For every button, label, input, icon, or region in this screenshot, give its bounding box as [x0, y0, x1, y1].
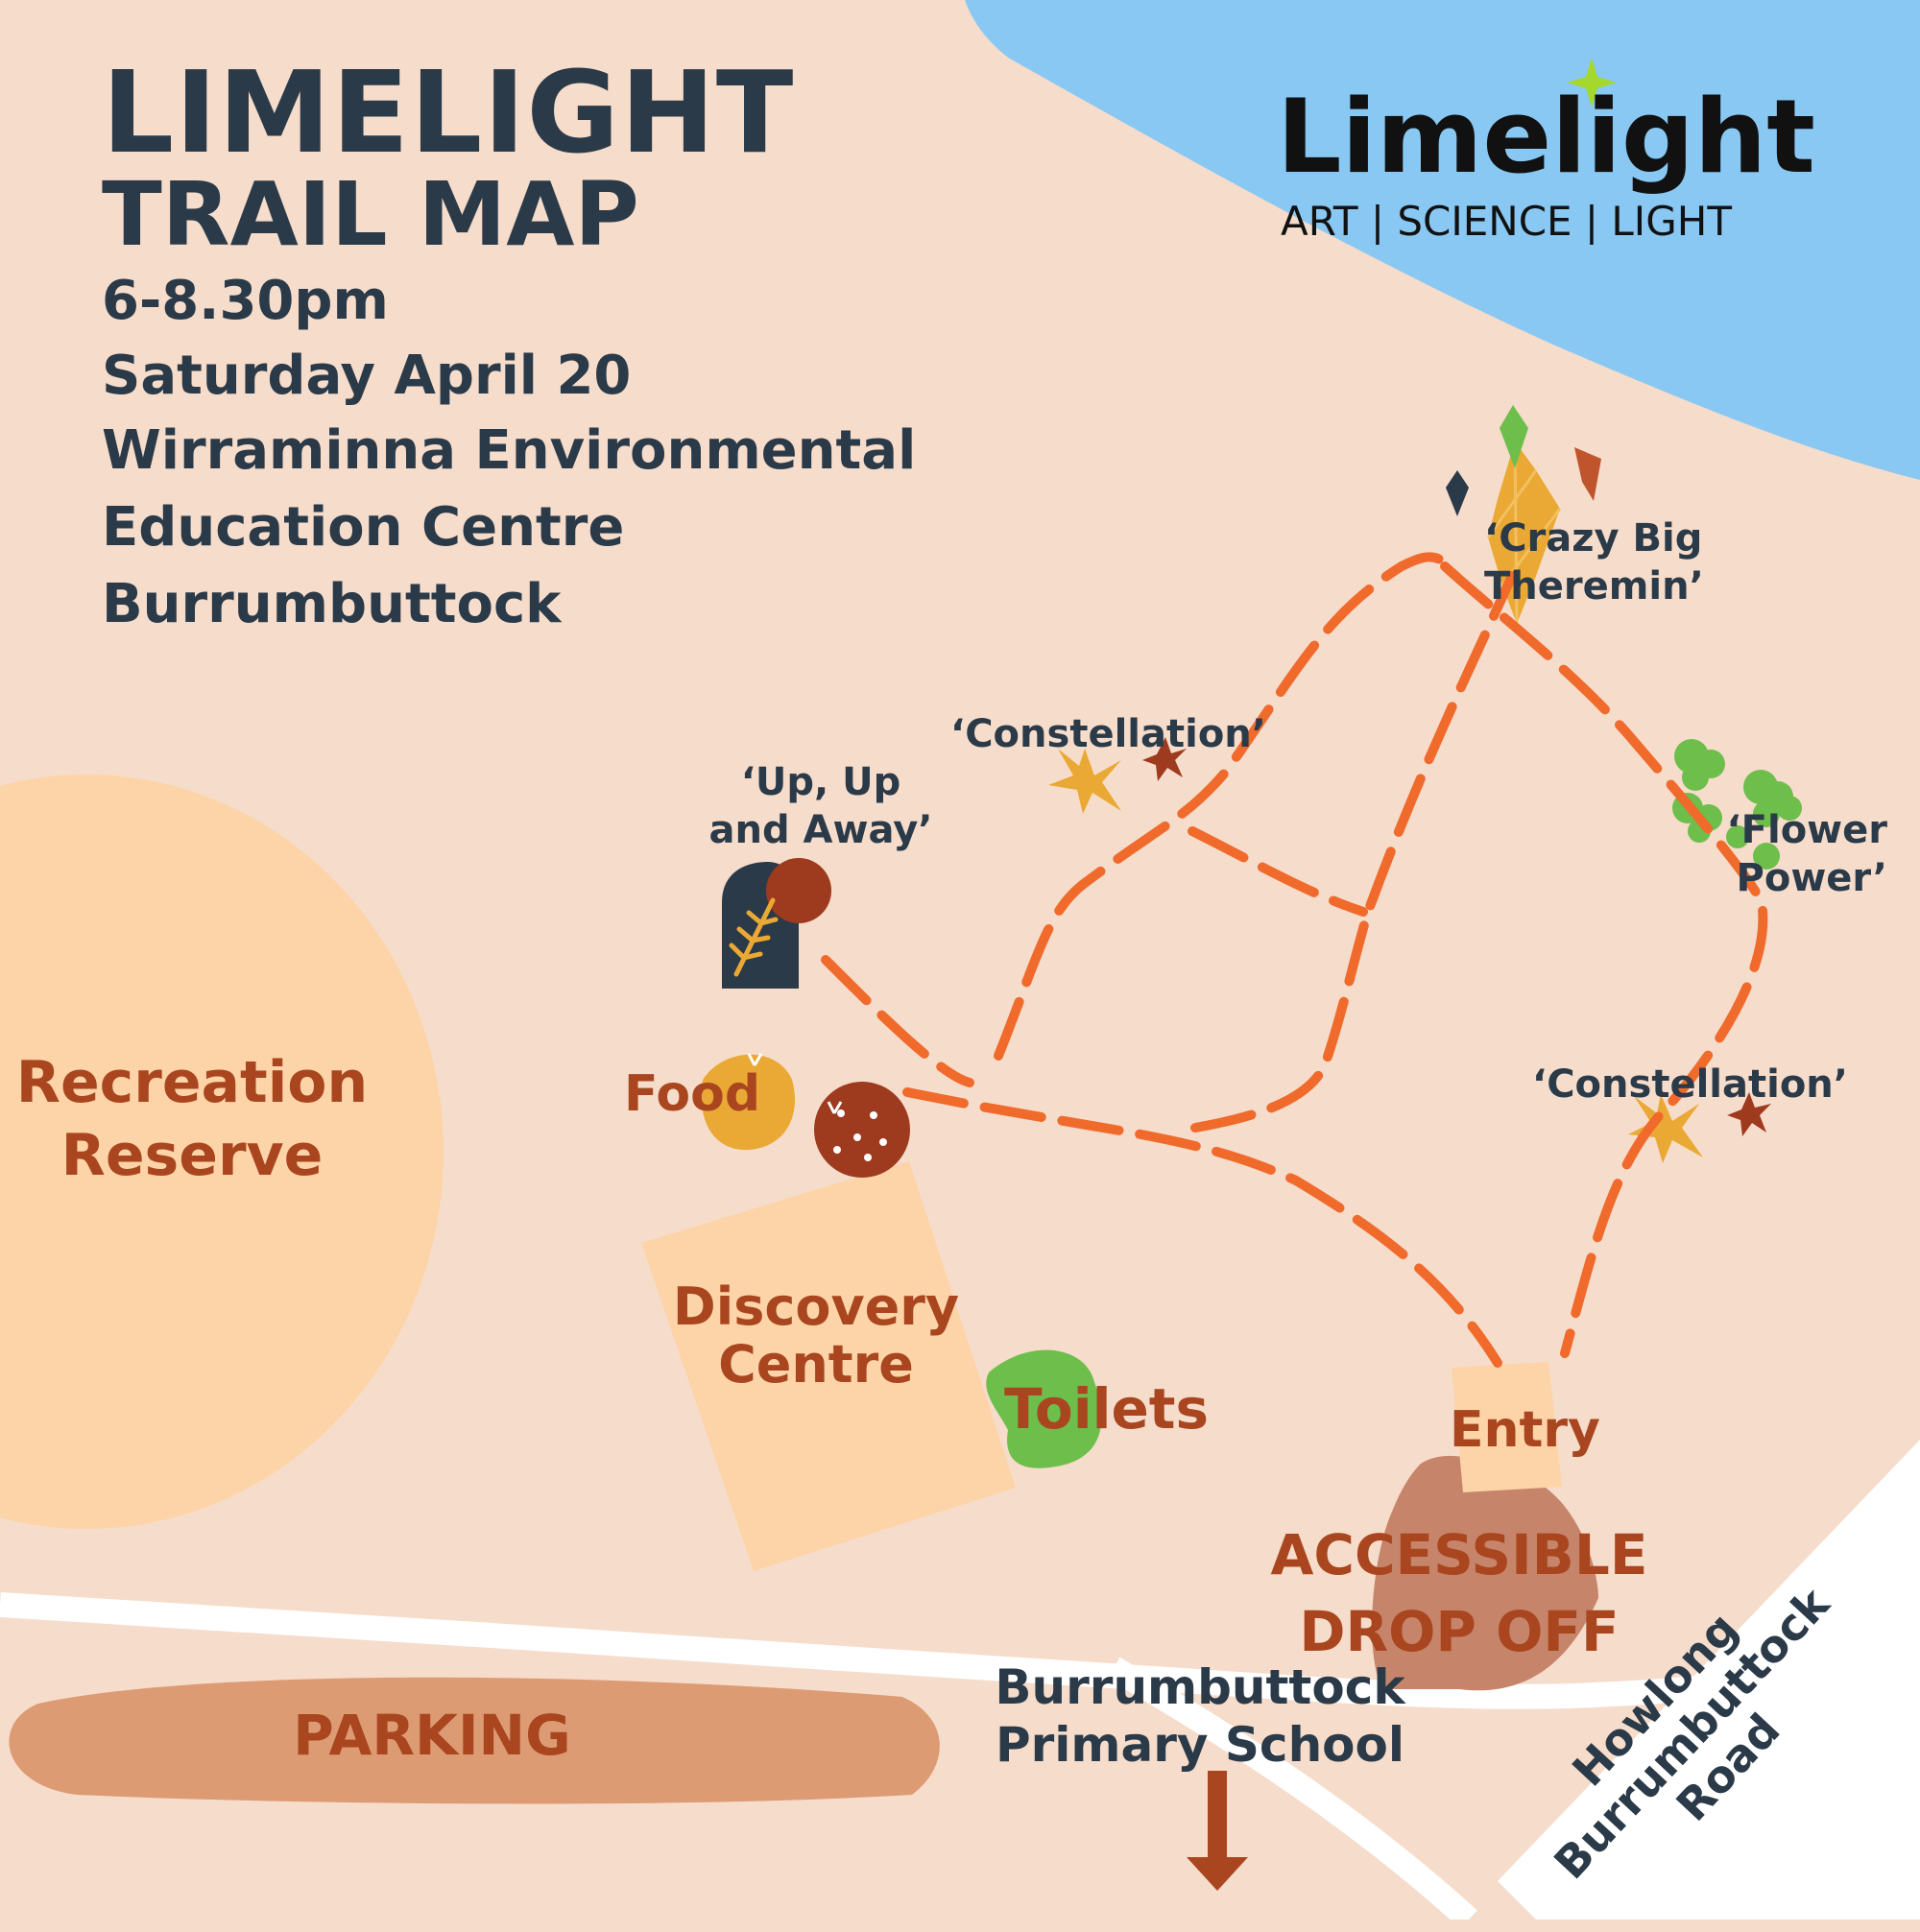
event-time: 6-8.30pm — [102, 270, 389, 332]
cookie-sprout-icon — [827, 1101, 843, 1114]
place-label-line: Recreation — [15, 1049, 369, 1116]
balloon-icon — [766, 858, 831, 923]
logo-wordmark: Limelight — [1277, 78, 1815, 196]
installation-crazy-big-theremin: ‘Crazy Big Theremin’ — [1484, 514, 1791, 610]
crystal-icon — [1500, 405, 1528, 468]
accessible-drop-off-label: ACCESSIBLE DROP OFF — [1258, 1516, 1661, 1670]
crystal-icon — [1446, 470, 1469, 516]
discovery-centre-building — [641, 1161, 1016, 1571]
food-cookie-icon — [814, 1082, 910, 1178]
food-label: Food — [624, 1065, 761, 1123]
star-icon — [1142, 737, 1187, 781]
trail-segment — [1190, 571, 1517, 1133]
place-label-line: Primary School — [995, 1717, 1405, 1773]
cookie-dots — [833, 1109, 887, 1161]
crystal-icon — [1574, 447, 1601, 501]
parking-label: PARKING — [293, 1703, 571, 1768]
event-town: Burrumbuttock — [102, 573, 562, 635]
logo-tagline: ART | SCIENCE | LIGHT — [1281, 198, 1732, 245]
down-arrow-icon — [1187, 1771, 1248, 1891]
accessible-drop-off-area — [1372, 1455, 1598, 1691]
place-label-line: Centre — [718, 1334, 914, 1395]
place-label-line: ACCESSIBLE — [1270, 1522, 1648, 1587]
trail-segment — [1188, 826, 1368, 917]
toilets-label: Toilets — [1004, 1376, 1210, 1442]
installation-label-line: Theremin’ — [1484, 564, 1704, 608]
event-venue-line1: Wirraminna Environmental — [102, 419, 917, 482]
star-icon — [1628, 1094, 1703, 1163]
map-title: LIMELIGHT — [102, 46, 795, 179]
food-sprout-icon — [747, 1053, 763, 1066]
installation-label-line: ‘Crazy Big — [1484, 516, 1703, 561]
star-icon — [1727, 1092, 1771, 1136]
installation-label-line: Power’ — [1736, 856, 1887, 900]
map-subtitle: TRAIL MAP — [102, 163, 639, 266]
entry-label: Entry — [1450, 1401, 1600, 1459]
place-label-line: Discovery — [672, 1276, 960, 1337]
toilets-marker — [986, 1349, 1102, 1468]
installation-up-up-and-away: ‘Up, Up and Away’ — [696, 758, 946, 854]
fern-icon-stem — [729, 897, 779, 977]
trail-segment — [994, 552, 1445, 1061]
trail-segment — [821, 955, 974, 1087]
place-label-line: Burrumbuttock — [995, 1659, 1405, 1715]
primary-school-label: Burrumbuttock Primary School — [970, 1658, 1430, 1774]
water-area — [965, 0, 1920, 480]
installation-label-line: ‘Flower — [1726, 808, 1887, 852]
trail-paths — [821, 552, 1768, 1368]
installation-label-line: ‘Up, Up — [740, 760, 901, 804]
recreation-reserve-label: Recreation Reserve — [10, 1046, 374, 1192]
entry-marker — [1452, 1362, 1562, 1492]
recreation-reserve-area — [0, 775, 444, 1529]
trail-segment — [1440, 561, 1768, 1358]
howlong-road — [1498, 1440, 1920, 1920]
event-venue-line2: Education Centre — [102, 496, 625, 559]
side-road — [1107, 1657, 1477, 1920]
discovery-centre-label: Discovery Centre — [662, 1278, 970, 1394]
place-label-line: Reserve — [60, 1122, 324, 1189]
installation-label-line: and Away’ — [708, 808, 933, 852]
event-date: Saturday April 20 — [102, 345, 632, 407]
trail-segment — [902, 1087, 1502, 1368]
parking-area — [9, 1677, 940, 1804]
installation-constellation-2: ‘Constellation’ — [1532, 1062, 1848, 1107]
food-bun-icon — [701, 1054, 795, 1151]
installation-constellation-1: ‘Constellation’ — [950, 712, 1266, 756]
installation-flower-power: ‘Flower Power’ — [1695, 806, 1887, 902]
lime-star-icon — [1567, 58, 1617, 107]
place-label-line: DROP OFF — [1299, 1599, 1620, 1664]
star-icon — [1048, 749, 1121, 814]
